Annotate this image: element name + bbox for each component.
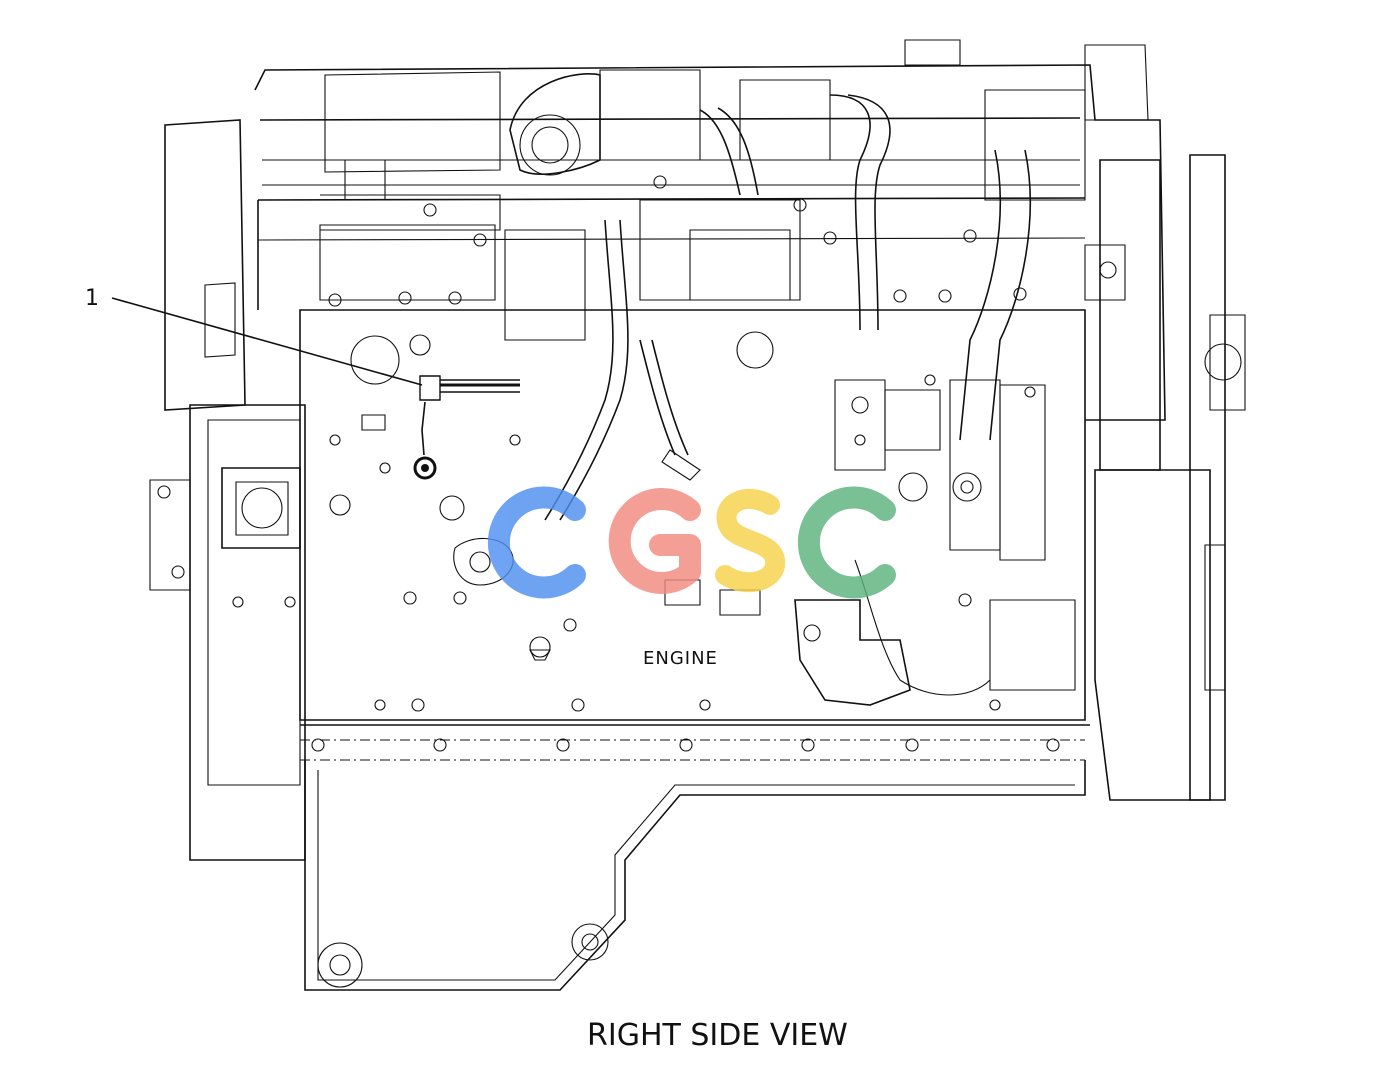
- cgsc-watermark-logo: [487, 486, 896, 599]
- engine-label: ENGINE: [643, 648, 718, 669]
- callout-leader-line: [111, 297, 423, 386]
- view-caption: RIGHT SIDE VIEW: [587, 1018, 848, 1053]
- engine-line-art: [149, 39, 1246, 991]
- callout-number: 1: [85, 286, 99, 311]
